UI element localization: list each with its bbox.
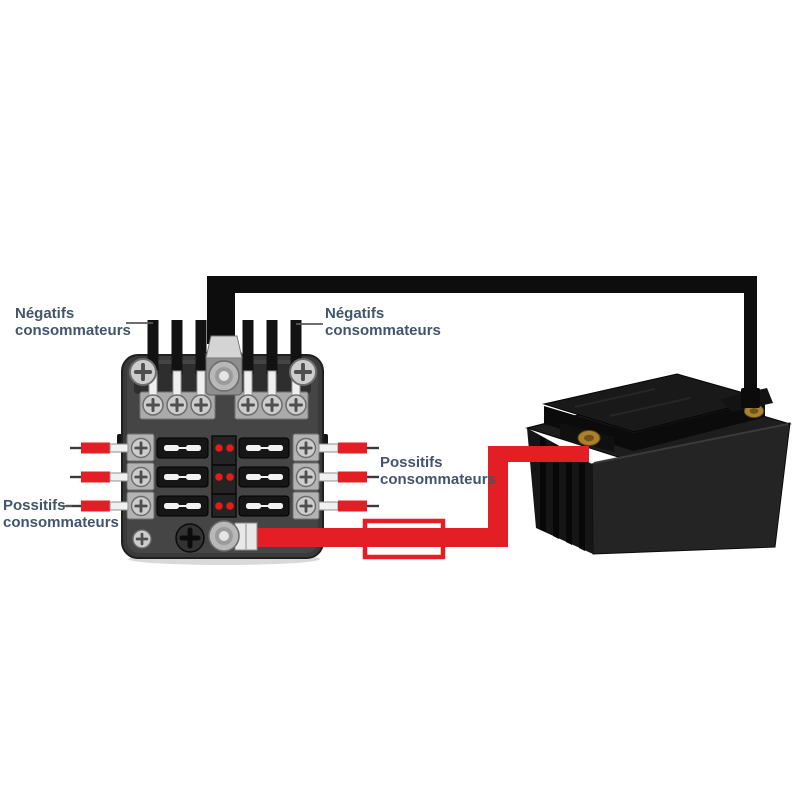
- label-line: consommateurs: [15, 322, 131, 339]
- negative-wire-end-connector: [741, 388, 760, 408]
- label-negative-consumers-left: Négatifs consommateurs: [15, 305, 131, 339]
- label-line: consommateurs: [380, 471, 496, 488]
- negative-wire: [207, 276, 760, 408]
- inline-fuse-holder: [362, 518, 446, 560]
- label-positive-consumers-right: Possitifs consommateurs: [380, 454, 496, 488]
- positive-wire-horizontal-bottom: [253, 528, 508, 547]
- battery-positive-terminal: [577, 430, 601, 446]
- negative-wire-horizontal-top: [207, 276, 757, 293]
- corner-screw: [288, 357, 318, 387]
- positive-stub-wires-right: [318, 442, 379, 512]
- label-line: Négatifs: [325, 305, 385, 322]
- negative-stub-wires: [147, 320, 302, 374]
- positive-wire-horizontal-top: [488, 446, 589, 462]
- label-negative-consumers-right: Négatifs consommateurs: [325, 305, 441, 339]
- corner-screw: [128, 357, 158, 387]
- led-indicators: [215, 444, 234, 510]
- label-line: Négatifs: [15, 305, 75, 322]
- bottom-black-screw: [175, 523, 205, 553]
- battery-front-top-edge: [593, 423, 789, 464]
- negative-wire-vertical-right: [744, 276, 757, 406]
- label-line: consommateurs: [325, 322, 441, 339]
- fuse-slots: [156, 437, 290, 517]
- label-line: Possitifs: [3, 497, 66, 514]
- positive-stub-wires-left: [66, 442, 129, 512]
- positive-wire-vertical: [488, 446, 508, 547]
- label-line: Possitifs: [380, 454, 443, 471]
- label-positive-consumers-left: Possitifs consommateurs: [3, 497, 119, 531]
- fuse-box: [117, 320, 328, 565]
- negative-ring-terminal-crimp: [205, 335, 243, 359]
- bottom-stud: [208, 520, 240, 552]
- top-stud: [208, 360, 240, 392]
- battery-lid-detail: [574, 388, 691, 417]
- leader-lines: [62, 322, 323, 507]
- fuse-glyphs: [164, 445, 283, 509]
- label-line: consommateurs: [3, 514, 119, 531]
- bottom-small-screw: [131, 528, 153, 550]
